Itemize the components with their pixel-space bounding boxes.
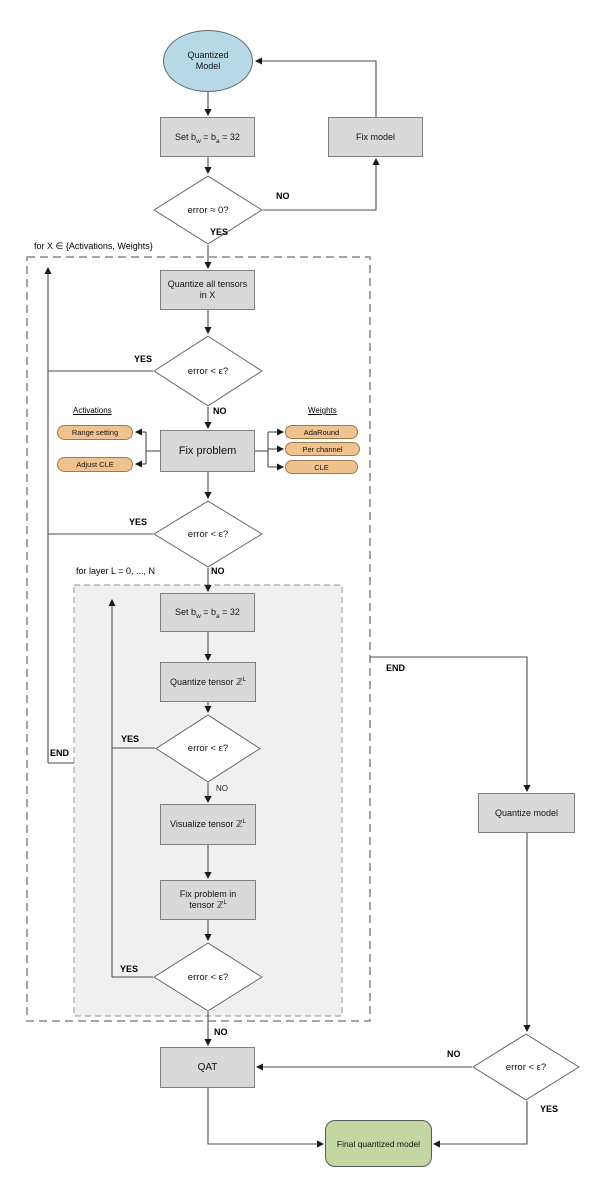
qat-label: QAT <box>197 1062 218 1073</box>
activations-header: Activations <box>73 406 112 415</box>
error-eps-decision-1: error < ε? <box>153 335 263 407</box>
pill-per-channel: Per channel <box>285 442 360 456</box>
fix-tensor-label-line1: Fix problem in <box>179 889 237 899</box>
quantize-tensor-label: Quantize tensor ℤL <box>169 676 247 687</box>
quantize-model-step: Quantize model <box>478 793 575 833</box>
edge-label-yes: YES <box>210 227 229 237</box>
edge-label-yes: YES <box>121 734 140 744</box>
edge-label-no: NO <box>213 406 227 416</box>
fix-tensor-label-line2: tensor ℤL <box>189 900 227 910</box>
quantized-model-label: Quantized Model <box>187 50 229 71</box>
range-setting-label: Range setting <box>71 428 119 437</box>
visualize-tensor-label: Visualize tensor ℤL <box>170 819 246 829</box>
pill-range-setting: Range setting <box>57 425 133 440</box>
edge-label-yes: YES <box>134 354 153 364</box>
edge-label-yes: YES <box>129 517 148 527</box>
edge-label-no: NO <box>214 1027 228 1037</box>
for-x-group-box <box>26 256 371 1022</box>
fix-problem-step: Fix problem <box>160 430 255 472</box>
error-zero-decision: error ≈ 0? <box>153 175 263 245</box>
final-quantized-model-label: Final quantized model <box>336 1138 421 1149</box>
quantize-all-tensors-label: Quantize all tensors in X <box>167 279 248 300</box>
error-eps-decision-5: error < ε? <box>472 1033 580 1101</box>
edge-label-no: NO <box>216 784 228 793</box>
per-channel-label: Per channel <box>302 444 343 454</box>
qat-step: QAT <box>160 1047 255 1088</box>
quantize-all-tensors-step: Quantize all tensors in X <box>160 270 255 310</box>
error-eps-label: error < ε? <box>187 743 229 754</box>
for-layer-group-label: for layer L = 0, ..., N <box>76 566 155 576</box>
edge-label-no: NO <box>447 1049 461 1059</box>
error-eps-label: error < ε? <box>187 528 229 540</box>
pill-adjust-cle: Adjust CLE <box>57 457 133 472</box>
cle-label: CLE <box>314 462 329 472</box>
error-eps-label: error < ε? <box>505 1061 547 1073</box>
error-eps-decision-3: error < ε? <box>155 714 261 783</box>
set-bitwidth-label: Set bw = ba = 32 <box>175 131 240 145</box>
error-eps-label: error < ε? <box>187 971 229 983</box>
pill-adaround: AdaRound <box>285 425 358 439</box>
quantize-model-label: Quantize model <box>494 807 559 818</box>
error-eps-label: error < ε? <box>187 365 229 377</box>
adaround-label: AdaRound <box>303 427 340 437</box>
adjust-cle-label: Adjust CLE <box>76 460 114 469</box>
error-eps-decision-4: error < ε? <box>153 942 263 1012</box>
set-bitwidth-step: Set bw = ba = 32 <box>160 117 255 157</box>
visualize-tensor-step: Visualize tensor ℤL <box>160 804 256 845</box>
fix-problem-label: Fix problem <box>178 444 237 457</box>
edge-label-yes: YES <box>120 964 139 974</box>
fix-model-step: Fix model <box>328 117 423 157</box>
weights-header: Weights <box>308 406 337 415</box>
quantized-model-terminal: Quantized Model <box>163 30 253 92</box>
quantize-tensor-step: Quantize tensor ℤL <box>160 662 256 702</box>
pill-cle: CLE <box>285 460 358 474</box>
edge-label-end-right: END <box>386 663 406 673</box>
fix-model-label: Fix model <box>355 131 395 142</box>
final-quantized-model-terminal: Final quantized model <box>325 1120 432 1167</box>
for-x-group-label: for X ∈ {Activations, Weights} <box>34 241 153 251</box>
edge-label-end-left: END <box>50 748 70 758</box>
edge-label-yes: YES <box>540 1104 559 1114</box>
fix-tensor-step: Fix problem in tensor ℤL <box>160 880 256 920</box>
error-eps-decision-2: error < ε? <box>153 500 263 568</box>
error-zero-label: error ≈ 0? <box>187 204 229 216</box>
edge-label-no: NO <box>211 566 225 576</box>
set-bitwidth-layer-label: Set bw = ba = 32 <box>175 607 240 620</box>
edge-label-no: NO <box>276 191 290 201</box>
set-bitwidth-layer-step: Set bw = ba = 32 <box>160 593 255 632</box>
